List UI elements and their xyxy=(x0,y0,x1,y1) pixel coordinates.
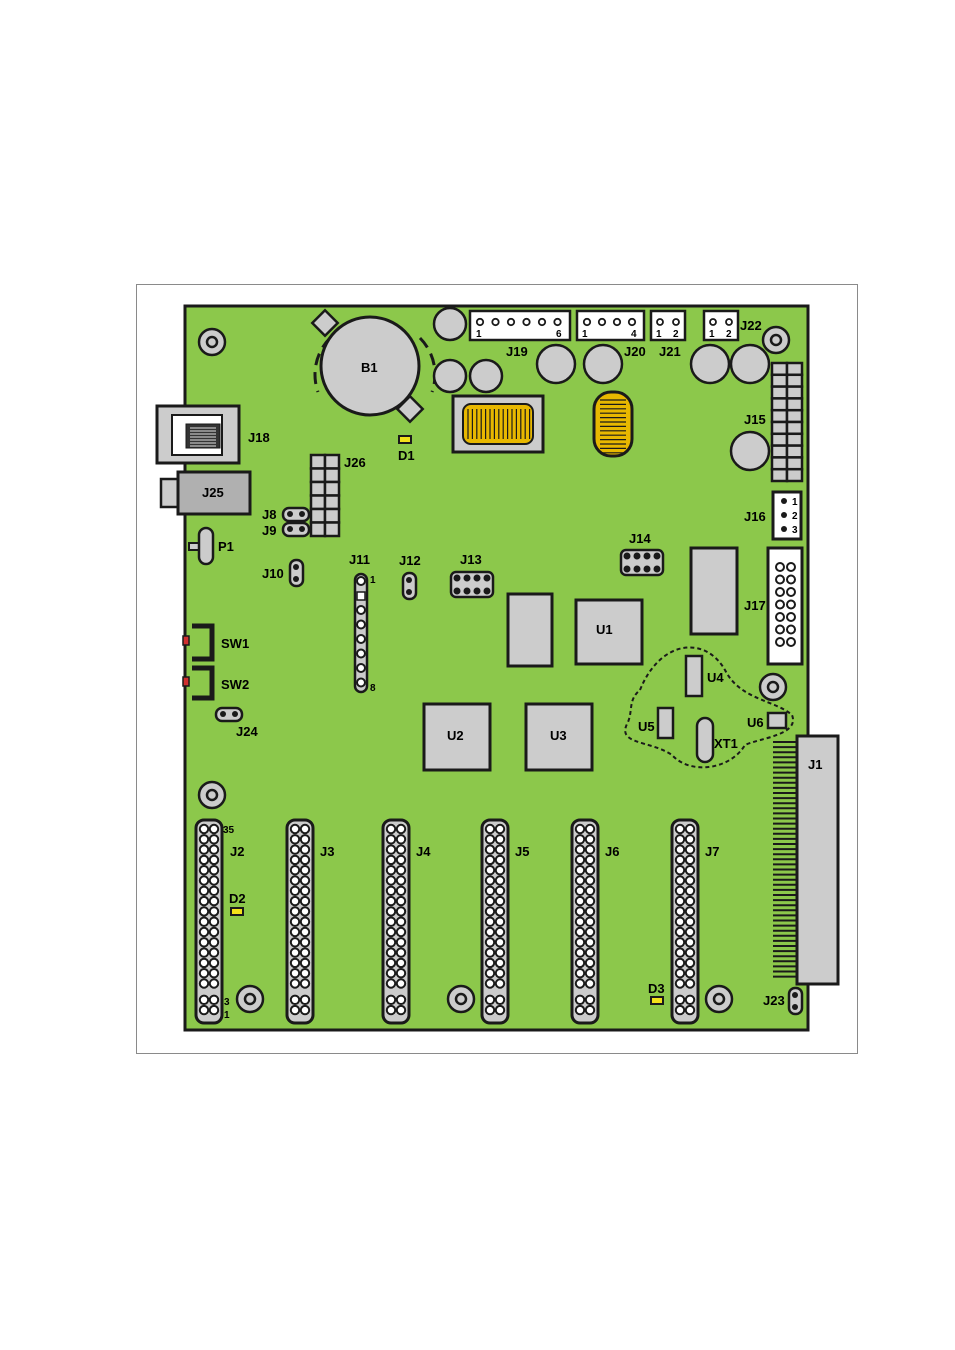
ic-u1: U1 xyxy=(576,600,642,664)
pin-j16-2: 2 xyxy=(792,511,798,522)
pin-j21-1: 1 xyxy=(656,329,662,340)
label-u3: U3 xyxy=(550,728,567,743)
label-j2: J2 xyxy=(230,844,244,859)
label-xt1: XT1 xyxy=(714,736,738,751)
label-j24: J24 xyxy=(236,724,258,739)
label-u2: U2 xyxy=(447,728,464,743)
label-sw2: SW2 xyxy=(221,677,249,692)
pin-j20-1: 1 xyxy=(582,329,588,340)
led-d2: D2 xyxy=(229,891,246,915)
label-j15: J15 xyxy=(744,412,766,427)
pin-j2-1: 1 xyxy=(224,1010,230,1021)
label-j21: J21 xyxy=(659,344,681,359)
label-b1: B1 xyxy=(361,360,378,375)
label-u4: U4 xyxy=(707,670,724,685)
label-d1: D1 xyxy=(398,448,415,463)
led-d3: D3 xyxy=(648,981,665,1004)
pin-j19-1: 1 xyxy=(476,329,482,340)
label-j17: J17 xyxy=(744,598,766,613)
label-j11: J11 xyxy=(349,552,370,567)
ic-u3: U3 xyxy=(526,704,592,770)
label-j6: J6 xyxy=(605,844,619,859)
label-p1: P1 xyxy=(218,539,234,554)
label-j5: J5 xyxy=(515,844,529,859)
pin-j22-2: 2 xyxy=(726,329,732,340)
pin-j22-1: 1 xyxy=(709,329,715,340)
connector-j1: J1 xyxy=(773,736,838,984)
connector-j25: J25 xyxy=(161,472,250,514)
label-u5: U5 xyxy=(638,719,655,734)
ic-u2: U2 xyxy=(424,704,490,770)
label-j4: J4 xyxy=(416,844,431,859)
pin-j2-35: 35 xyxy=(223,825,235,836)
label-j10: J10 xyxy=(262,566,284,581)
jumper-j9: J9 xyxy=(262,523,309,538)
label-j26: J26 xyxy=(344,455,366,470)
component-tall xyxy=(691,548,737,634)
label-j20: J20 xyxy=(624,344,646,359)
label-j22: J22 xyxy=(740,318,762,333)
crystal-oscillator xyxy=(453,396,543,452)
label-j12: J12 xyxy=(399,553,421,568)
label-j16: J16 xyxy=(744,509,766,524)
pin-j16-3: 3 xyxy=(792,525,798,536)
label-j23: J23 xyxy=(763,993,785,1008)
pin-j2-3: 3 xyxy=(224,997,230,1008)
label-j25: J25 xyxy=(202,485,224,500)
label-j13: J13 xyxy=(460,552,482,567)
label-d3: D3 xyxy=(648,981,665,996)
label-j7: J7 xyxy=(705,844,719,859)
crystal-oval xyxy=(594,392,632,456)
label-j1: J1 xyxy=(808,757,822,772)
label-u6: U6 xyxy=(747,715,764,730)
pin-j16-1: 1 xyxy=(792,497,798,508)
label-j18: J18 xyxy=(248,430,270,445)
pin-j21-2: 2 xyxy=(673,329,679,340)
pin-j11-1: 1 xyxy=(370,575,376,586)
label-j3: J3 xyxy=(320,844,334,859)
label-j19: J19 xyxy=(506,344,528,359)
pin-j11-8: 8 xyxy=(370,683,376,694)
label-sw1: SW1 xyxy=(221,636,249,651)
label-j14: J14 xyxy=(629,531,651,546)
label-j9: J9 xyxy=(262,523,276,538)
label-d2: D2 xyxy=(229,891,246,906)
label-u1: U1 xyxy=(596,622,613,637)
label-j8: J8 xyxy=(262,507,276,522)
ic-blank xyxy=(508,594,552,666)
pin-j20-4: 4 xyxy=(631,329,637,340)
pin-j19-6: 6 xyxy=(556,329,562,340)
jumper-j8: J8 xyxy=(262,507,309,522)
